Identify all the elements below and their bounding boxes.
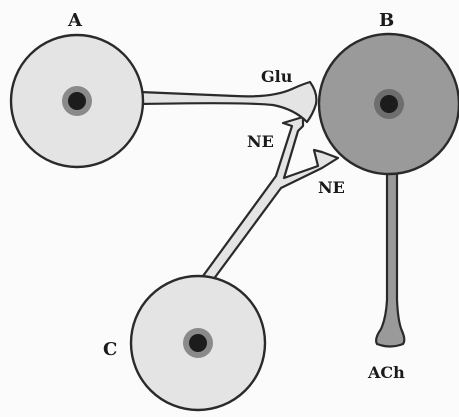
- label-ne-lower: NE: [318, 178, 345, 197]
- label-glu: Glu: [261, 67, 293, 86]
- neuron-c: [129, 274, 267, 412]
- neuron-a-axon: [138, 80, 318, 124]
- label-ach: ACh: [367, 363, 405, 382]
- label-ne-upper: NE: [247, 132, 274, 151]
- neuron-b-axon: [375, 160, 406, 348]
- neuron-b: [317, 32, 459, 176]
- neuron-a: [9, 33, 145, 169]
- neuron-a-nucleus: [68, 92, 86, 110]
- label-cell-b: B: [379, 10, 394, 31]
- label-cell-c: C: [103, 339, 117, 360]
- neuron-c-nucleus: [189, 334, 207, 352]
- neuron-c-axon: [201, 115, 340, 282]
- neuron-b-nucleus: [380, 95, 398, 113]
- label-cell-a: A: [67, 10, 83, 31]
